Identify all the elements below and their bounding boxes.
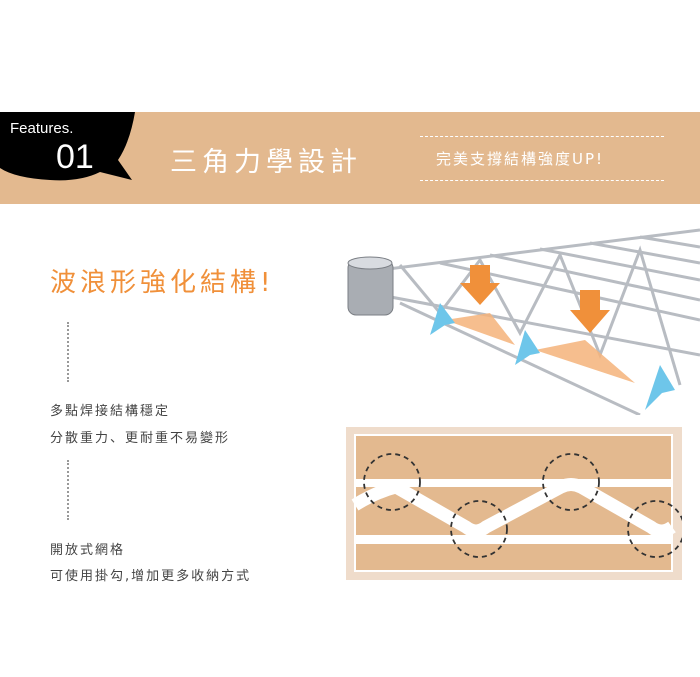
wave-structure-diagram xyxy=(346,427,682,580)
point2-line2: 可使用掛勾,增加更多收納方式 xyxy=(50,569,252,584)
point1-line1: 多點焊接結構穩定 xyxy=(50,404,171,419)
section-heading: 波浪形強化結構! xyxy=(50,268,275,298)
divider xyxy=(420,136,664,137)
point2-line1: 開放式網格 xyxy=(50,543,126,558)
feature-label: Features. xyxy=(10,120,74,137)
divider xyxy=(420,180,664,181)
speech-bubble-icon xyxy=(0,112,135,181)
point1-line2: 分散重力、更耐重不易變形 xyxy=(50,431,231,446)
dotted-divider xyxy=(67,322,69,382)
dotted-divider xyxy=(67,460,69,520)
wire-shelf-illustration xyxy=(347,228,700,415)
feature-banner: Features. 01 三角力學設計 完美支撐結構強度UP! xyxy=(0,112,700,204)
feature-number: 01 xyxy=(56,138,94,176)
banner-title: 三角力學設計 xyxy=(170,147,362,178)
banner-subtitle: 完美支撐結構強度UP! xyxy=(436,150,605,168)
